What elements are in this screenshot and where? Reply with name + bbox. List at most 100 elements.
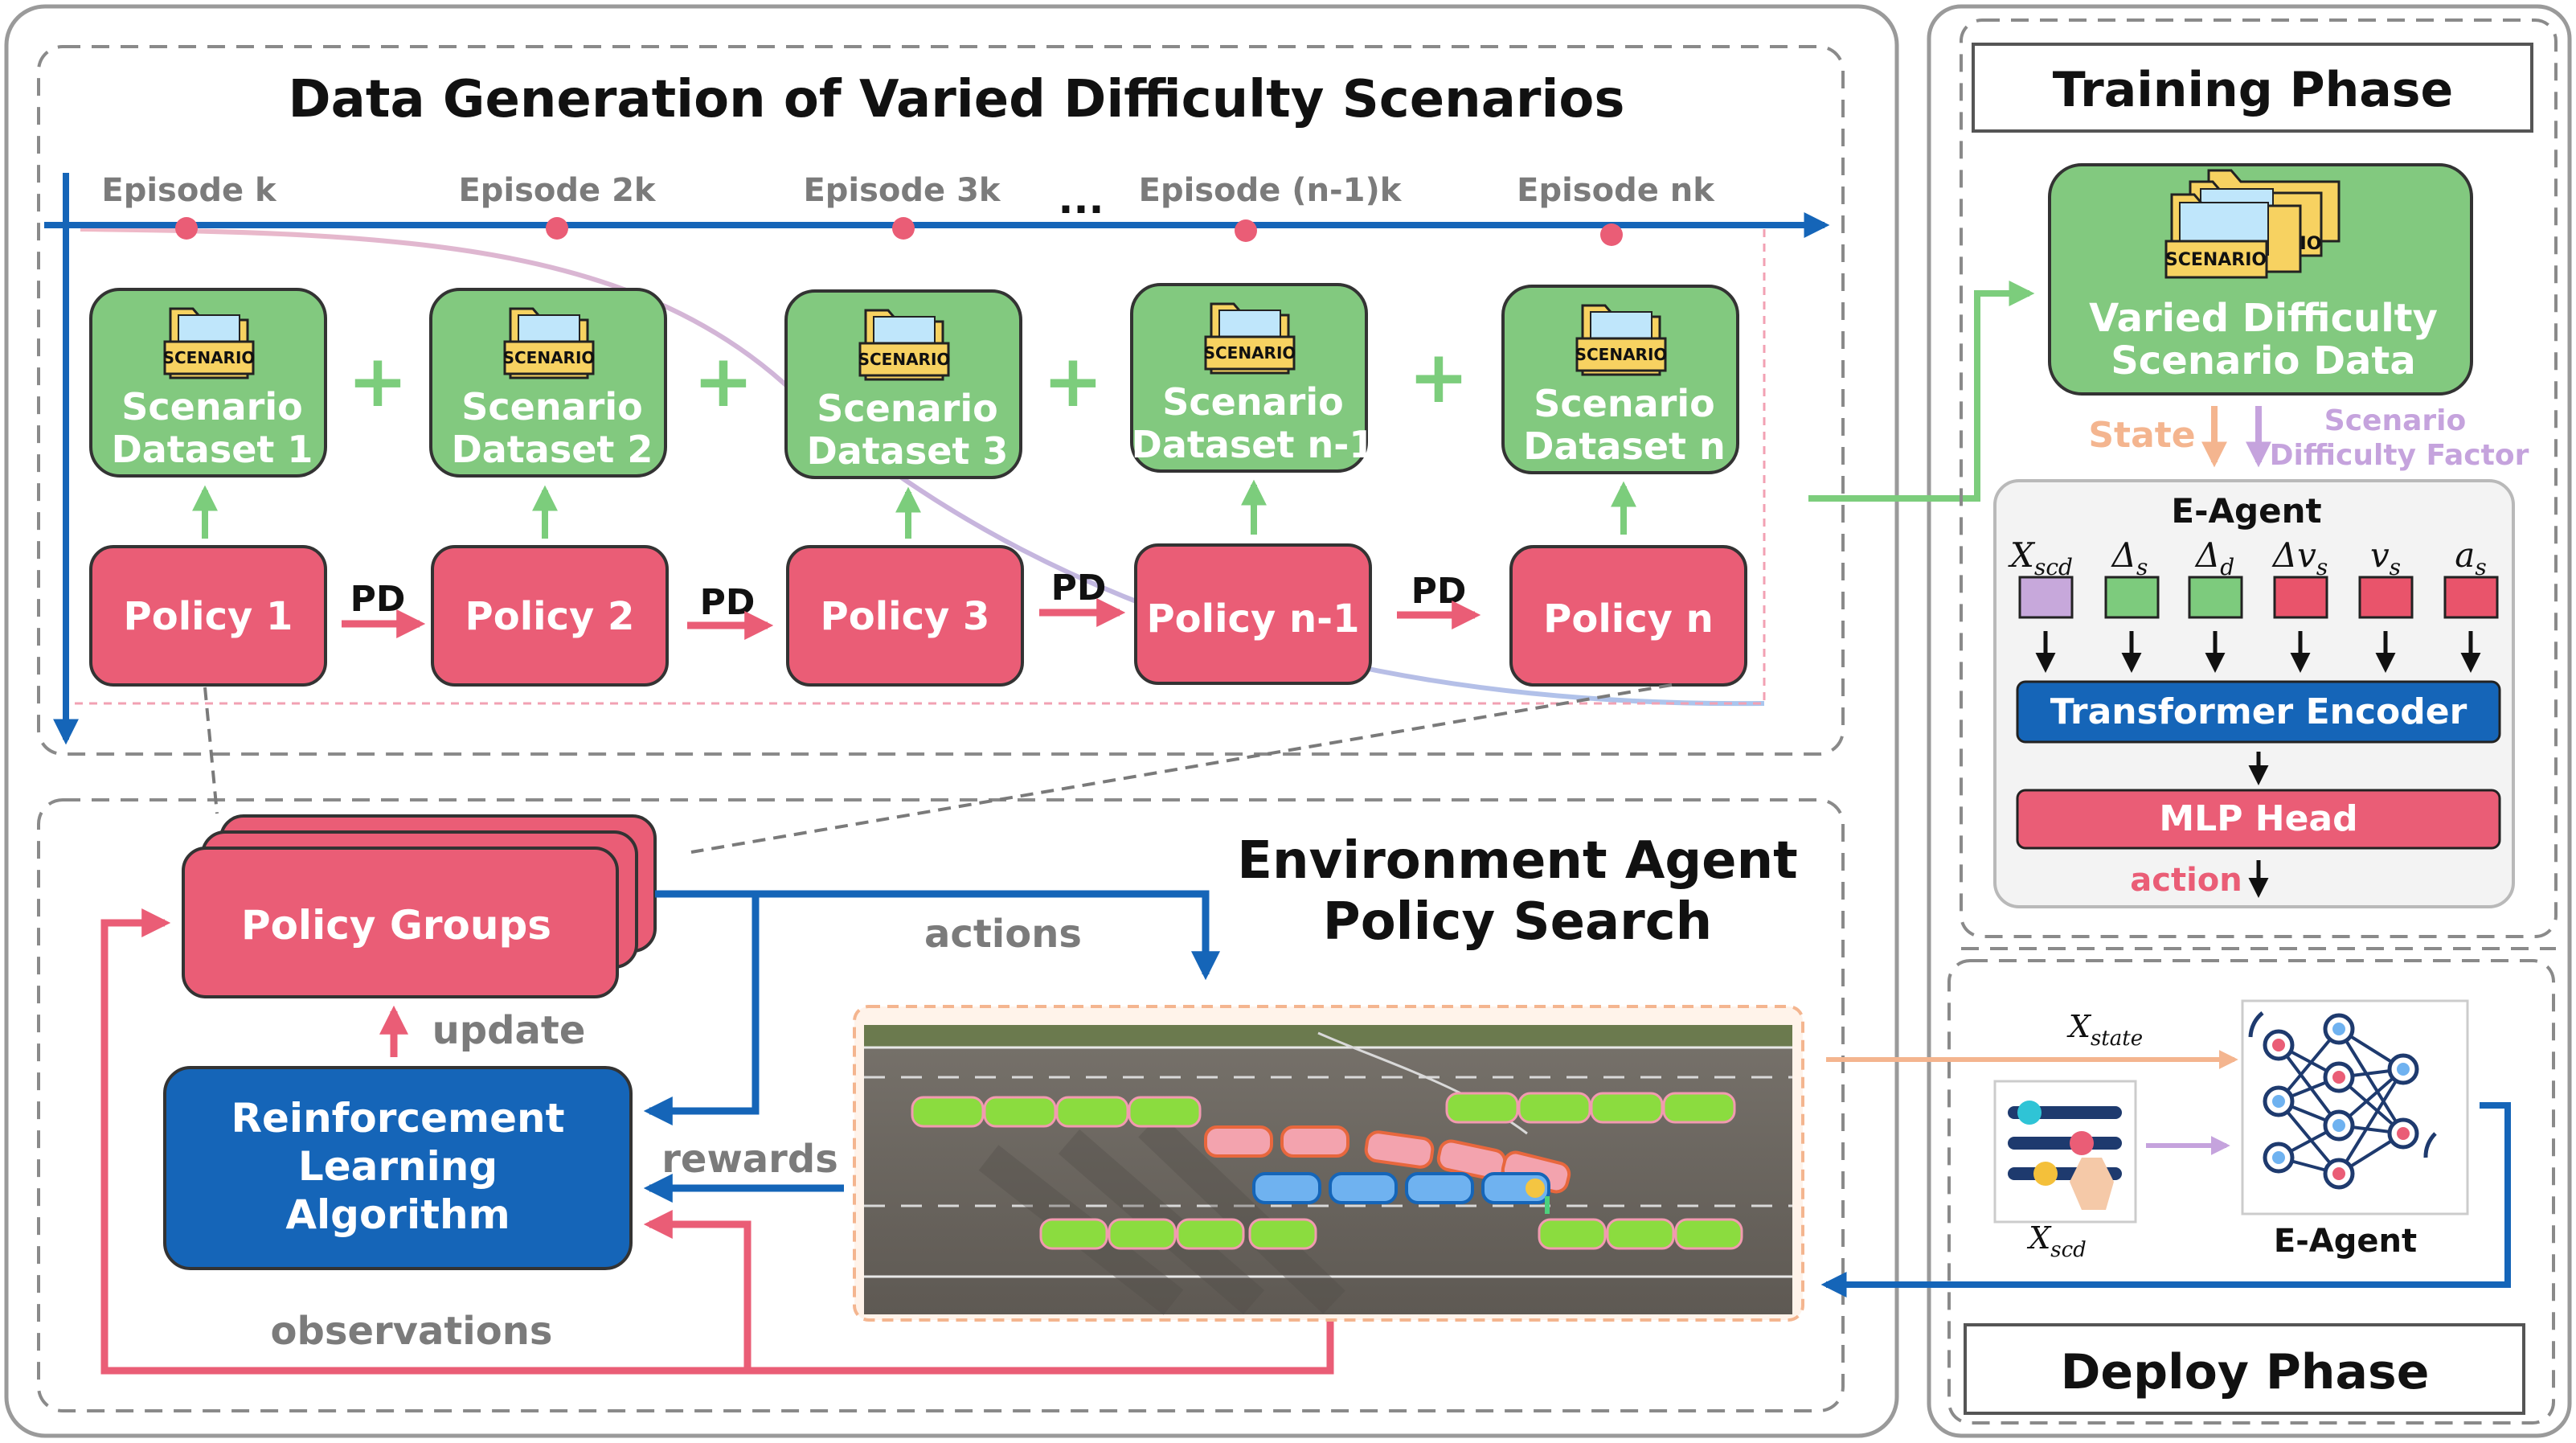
pd-label: PD	[700, 582, 756, 623]
left-outer-panel	[4, 4, 1899, 1438]
actions-label: actions	[924, 912, 1082, 957]
rl-algorithm-box	[163, 1066, 633, 1270]
svg-text:IO: IO	[2300, 234, 2322, 254]
varied-data-label-line1: Varied Difficulty	[2089, 296, 2438, 341]
policy-groups-label: Policy Groups	[241, 902, 551, 949]
input-symbol: as	[2455, 535, 2486, 580]
rewards-label: rewards	[661, 1137, 838, 1182]
input-symbol: Δd	[2194, 535, 2234, 580]
policy-label: Policy 2	[465, 594, 635, 639]
episode-label: Episode (n-1)k	[1139, 172, 1403, 209]
scenario-folder-icon: SCENARIO	[503, 307, 596, 379]
data-generation-section	[37, 45, 1845, 756]
input-token	[2018, 576, 2074, 619]
input-symbol: vs	[2370, 535, 2401, 580]
dataset-column-1: SCENARIO Scenario Dataset 1 Policy 1	[89, 288, 327, 687]
deploy-phase-header	[1964, 1323, 2525, 1415]
plus-sign: +	[1408, 335, 1468, 420]
pd-label: PD	[1411, 571, 1467, 612]
scenario-folder-icon: SCENARIO	[1575, 304, 1668, 376]
actions-arrow	[655, 890, 1220, 981]
policy-groups-box	[182, 847, 619, 998]
episode-dot	[546, 217, 568, 240]
policy-box	[89, 545, 327, 687]
input-symbol: Δvs	[2271, 535, 2328, 580]
episode-dot	[1600, 223, 1623, 246]
training-phase-title: Training Phase	[2053, 62, 2453, 118]
svg-text:SCENARIO: SCENARIO	[858, 350, 951, 369]
input-token	[2273, 576, 2328, 619]
dataset-column-5: SCENARIO Scenario Dataset n Policy n	[1501, 285, 1747, 687]
scenario-folder-icon: SCENARIO	[858, 309, 951, 381]
policy-label: Policy n	[1543, 596, 1714, 642]
scenario-dataset-box	[1501, 285, 1739, 474]
input-token	[2188, 576, 2243, 619]
dataset-column-4: SCENARIO Scenario Dataset n-1 Policy n-1	[1130, 283, 1374, 685]
episode-dot	[1235, 219, 1257, 242]
rl-label-line3: Algorithm	[285, 1191, 510, 1238]
episode-dot	[175, 217, 198, 240]
dataset-label-line1: Scenario	[1162, 380, 1343, 424]
svg-text:SCENARIO: SCENARIO	[1575, 345, 1668, 364]
dataset-label-line1: Scenario	[121, 385, 302, 428]
policy-label: Policy 1	[124, 594, 293, 639]
dataset-column-3: SCENARIO Scenario Dataset 3 Policy 3	[784, 289, 1024, 687]
difficulty-slider-icon	[1993, 1080, 2137, 1224]
deploy-eagent-label: E-Agent	[2274, 1223, 2417, 1260]
e-agent-title: E-Agent	[2171, 491, 2321, 531]
transformer-encoder-box	[2016, 680, 2501, 744]
input-symbol: Xscd	[2008, 535, 2073, 580]
policy-box	[431, 545, 669, 687]
observations-label: observations	[271, 1309, 553, 1354]
deploy-action-arrow	[1820, 1102, 2511, 1297]
dataset-label-line1: Scenario	[461, 385, 642, 428]
factor-label-line1: Scenario	[2324, 404, 2466, 437]
svg-text:SCENARIO: SCENARIO	[163, 348, 256, 367]
dataset-column-2: SCENARIO Scenario Dataset 2 Policy 2	[429, 288, 669, 687]
policy-groups-stack: Policy Groups	[182, 814, 657, 998]
policy-search-title-line1: Environment Agent	[1237, 831, 1797, 891]
scenario-folder-icon: SCENARIO	[163, 307, 256, 379]
svg-text:SCENARIO: SCENARIO	[1204, 343, 1296, 363]
episode-dot	[892, 217, 915, 240]
scenario-dataset-box	[784, 289, 1022, 479]
deploy-phase-section	[1947, 959, 2555, 1425]
deploy-phase-title: Deploy Phase	[2061, 1344, 2430, 1400]
pd-label: PD	[1051, 568, 1107, 609]
policy-box	[1134, 543, 1372, 685]
actions-to-rl-arrow	[643, 894, 760, 1125]
scenario-folder-icon: SCENARIO	[1204, 302, 1296, 375]
dataset-label-line1: Scenario	[817, 387, 997, 430]
x-state-label: Xstate	[2066, 1009, 2143, 1051]
dataset-label-line2: Dataset 3	[807, 429, 1009, 473]
scenario-dataset-box	[89, 288, 327, 478]
rl-label-line1: Reinforcement	[231, 1095, 565, 1142]
neural-network-icon	[2241, 999, 2469, 1215]
episode-label: Episode nk	[1517, 172, 1715, 209]
plus-sign: +	[1042, 339, 1103, 424]
varied-difficulty-data-box	[2048, 163, 2473, 396]
state-label: State	[2088, 415, 2195, 456]
stacked-folders-icon: SCENARIO IO	[2164, 169, 2341, 279]
mlp-head-label: MLP Head	[2159, 798, 2357, 839]
svg-text:SCENARIO: SCENARIO	[503, 348, 596, 367]
plus-sign: +	[693, 339, 753, 424]
observations-to-rl-arrow	[643, 1210, 752, 1371]
training-phase-section	[1960, 18, 2558, 938]
varied-data-label-line2: Scenario Data	[2111, 338, 2416, 383]
input-token	[2443, 576, 2499, 619]
dataset-label-line2: Dataset 2	[452, 428, 653, 471]
policy-search-title-line2: Policy Search	[1323, 892, 1712, 952]
right-outer-panel	[1927, 4, 2572, 1438]
observations-loop-arrow	[100, 908, 1334, 1375]
mlp-head-box	[2016, 789, 2501, 850]
policy-box	[786, 545, 1024, 687]
episode-label: Episode 2k	[458, 172, 656, 209]
data-to-training-arrow	[1808, 281, 2035, 502]
policy-label: Policy 3	[821, 594, 990, 639]
x-scd-label: Xscd	[2026, 1220, 2087, 1262]
training-phase-header	[1972, 43, 2533, 133]
episode-label: Episode 3k	[803, 172, 1001, 209]
pd-label: PD	[350, 579, 406, 620]
